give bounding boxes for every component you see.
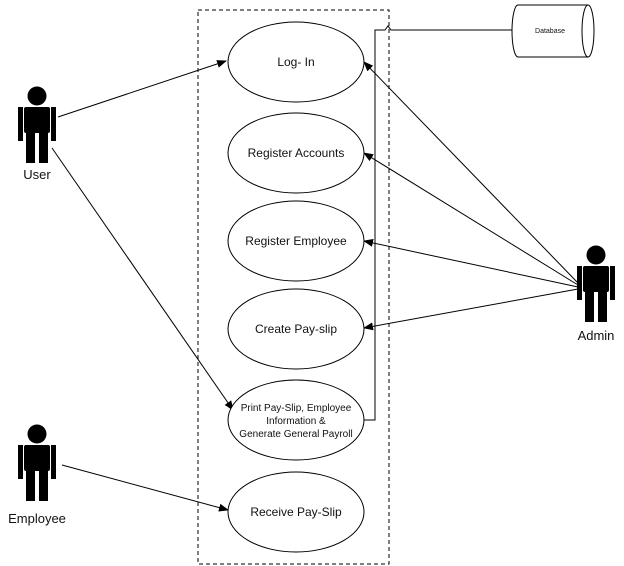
use-case-login: Log- In [227, 21, 365, 103]
database: Database [511, 4, 595, 58]
use-case-ellipse [227, 288, 365, 370]
associations [51, 60, 579, 512]
use-case-register-accounts: Register Accounts [227, 112, 365, 194]
use-case-label: Create Pay-slip [255, 322, 337, 336]
database-label: Database [535, 28, 565, 35]
use-case-label: Register Employee [245, 234, 347, 248]
association-admin-to-create-payslip [363, 288, 579, 331]
association-employee-to-receive-payslip [61, 464, 229, 512]
use-case-label: Receive Pay-Slip [250, 505, 342, 519]
use-case-register-employee: Register Employee [227, 200, 365, 282]
use-case-label: Log- In [277, 55, 314, 69]
use-case-label: Print Pay-Slip, Employee [241, 403, 352, 414]
actor-label-admin: Admin [578, 328, 615, 343]
system-boundary [197, 9, 390, 565]
use-case-ellipse [227, 112, 365, 194]
use-case-create-payslip: Create Pay-slip [227, 288, 365, 370]
person-icon [18, 424, 56, 501]
association-user-to-login [57, 60, 227, 118]
use-case-label: Register Accounts [248, 146, 345, 160]
association-user-to-print-payslip [51, 147, 234, 411]
association-admin-to-register-accounts [363, 152, 579, 286]
actor-user: User [18, 86, 56, 182]
use-case-ellipse [227, 21, 365, 103]
person-icon [18, 86, 56, 163]
actor-label-employee: Employee [8, 511, 66, 526]
use-case-receive-payslip: Receive Pay-Slip [227, 471, 365, 553]
database-connector [364, 25, 512, 421]
use-case-ellipse [227, 200, 365, 282]
person-icon [577, 245, 615, 322]
actor-employee: Employee [8, 424, 66, 526]
use-case-label: Information & [266, 416, 326, 427]
use-case-label: Generate General Payroll [239, 429, 352, 440]
actor-admin: Admin [577, 245, 615, 343]
association-admin-to-login [363, 61, 579, 284]
use-case-ellipse [227, 379, 365, 461]
association-admin-to-register-employee [363, 238, 579, 288]
actor-label-user: User [23, 167, 51, 182]
use-case-ellipse [227, 471, 365, 553]
database-cylinder-edge [581, 4, 589, 58]
